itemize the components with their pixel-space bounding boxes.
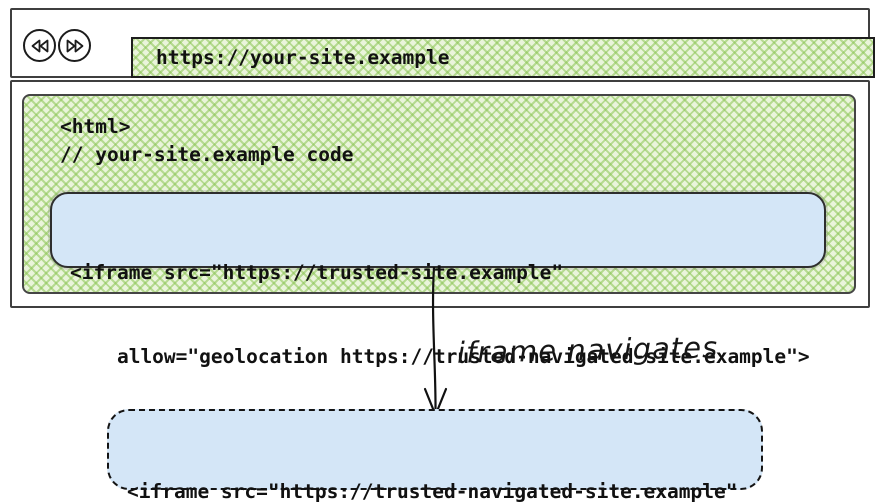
iframe-code-line-2: allow="geolocation https://trusted-navig… (70, 345, 810, 368)
address-url: https://your-site.example (156, 46, 450, 69)
forward-button[interactable] (58, 29, 91, 62)
address-bar[interactable]: https://your-site.example (131, 37, 875, 78)
fast-forward-icon (66, 39, 83, 52)
iframe-embed-box: <iframe src="https://trusted-site.exampl… (50, 192, 826, 368)
code-line-comment: // your-site.example code (60, 143, 354, 166)
code-line-html: <html> (60, 115, 131, 138)
navigated-iframe-box: <iframe src="https://trusted-navigated-s… (107, 409, 763, 503)
iframe-code-line-1: <iframe src="https://trusted-site.exampl… (70, 261, 564, 284)
arrow-label: iframe navigates (456, 330, 719, 370)
iframe-code: <iframe src="https://trusted-site.exampl… (70, 203, 810, 427)
page-code: <html> // your-site.example code (60, 113, 354, 169)
back-button[interactable] (23, 29, 56, 62)
navigated-iframe-code: <iframe src="https://trusted-navigated-s… (127, 422, 737, 503)
browser-toolbar: https://your-site.example (10, 8, 875, 78)
rewind-icon (31, 39, 48, 52)
navigated-code-line-1: <iframe src="https://trusted-navigated-s… (127, 480, 738, 503)
